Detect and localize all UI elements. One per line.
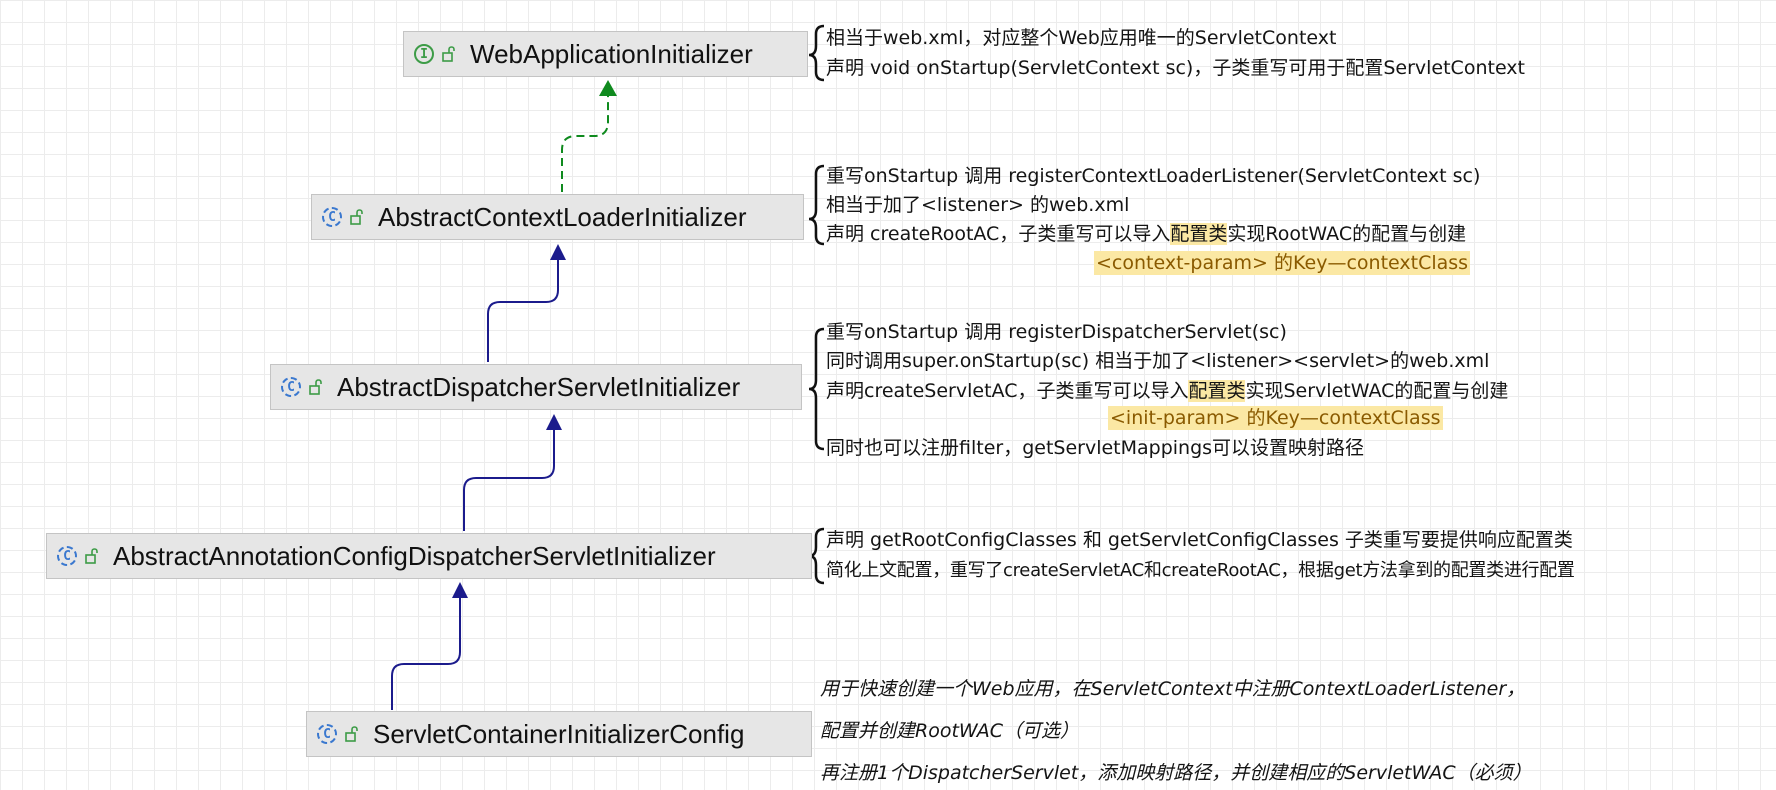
note-line: 重写onStartup 调用 registerDispatcherServlet…: [826, 321, 1287, 343]
note-text: 声明 createRootAC，子类重写可以导入: [826, 223, 1171, 245]
extends-link: [487, 258, 559, 362]
note-text: 实现RootWAC的配置与创建: [1227, 223, 1467, 245]
note-line: 声明 getRootConfigClasses 和 getServletConf…: [826, 529, 1573, 551]
class-node-webapplicationinitializer[interactable]: I WebApplicationInitializer: [403, 31, 808, 77]
class-icon: C: [322, 207, 342, 227]
note-line: 同时也可以注册filter，getServletMappings可以设置映射路径: [826, 437, 1365, 459]
note-brace: [808, 164, 825, 246]
note-line: 重写onStartup 调用 registerContextLoaderList…: [826, 165, 1481, 187]
class-name: WebApplicationInitializer: [470, 38, 753, 69]
open-lock-icon: [309, 379, 322, 395]
class-node-abstractcontextloaderinitializer[interactable]: C AbstractContextLoaderInitializer: [311, 194, 804, 240]
note-line-with-highlight: 声明createServletAC，子类重写可以导入配置类实现ServletWA…: [826, 379, 1508, 403]
extends-arrowhead: [546, 414, 562, 430]
class-icon: C: [317, 724, 337, 744]
interface-icon: I: [414, 44, 434, 64]
extends-link: [391, 596, 461, 710]
highlighted-note: <init-param> 的Key—contextClass: [1108, 406, 1443, 430]
note-line: 用于快速创建一个Web应用，在ServletContext中注册ContextL…: [820, 678, 1526, 700]
note-text: 实现ServletWAC的配置与创建: [1245, 380, 1509, 402]
note-line: 相当于加了<listener> 的web.xml: [826, 194, 1130, 216]
highlighted-word: 配置类: [1188, 380, 1246, 402]
class-name: AbstractAnnotationConfigDispatcherServle…: [113, 540, 716, 571]
class-name: ServletContainerInitializerConfig: [373, 718, 745, 749]
extends-arrowhead: [550, 244, 566, 260]
note-text: 声明createServletAC，子类重写可以导入: [826, 380, 1189, 402]
implements-link: [561, 94, 609, 192]
note-line-with-highlight: 声明 createRootAC，子类重写可以导入配置类实现RootWAC的配置与…: [826, 222, 1466, 246]
note-brace: [808, 24, 825, 82]
note-brace: [808, 327, 825, 451]
open-lock-icon: [350, 209, 363, 225]
extends-link: [463, 428, 555, 531]
class-name: AbstractDispatcherServletInitializer: [337, 371, 741, 402]
open-lock-icon: [345, 726, 358, 742]
highlighted-word: 配置类: [1170, 223, 1228, 245]
open-lock-icon: [85, 548, 98, 564]
note-line: 相当于web.xml，对应整个Web应用唯一的ServletContext: [826, 27, 1337, 49]
note-line: 同时调用super.onStartup(sc) 相当于加了<listener><…: [826, 350, 1490, 372]
class-icon: C: [281, 377, 301, 397]
class-name: AbstractContextLoaderInitializer: [378, 201, 747, 232]
note-line: 简化上文配置，重写了createServletAC和createRootAC，根…: [826, 560, 1575, 581]
class-node-abstractannotationconfigdispatcherservletinitializer[interactable]: C AbstractAnnotationConfigDispatcherServ…: [46, 533, 812, 579]
note-line: 声明 void onStartup(ServletContext sc)，子类重…: [826, 57, 1525, 79]
highlighted-note: <context-param> 的Key—contextClass: [1094, 251, 1471, 275]
extends-arrowhead: [452, 582, 468, 598]
implements-arrowhead: [599, 80, 617, 96]
class-icon: C: [57, 546, 77, 566]
note-line: 再注册1个DispatcherServlet，添加映射路径，并创建相应的Serv…: [820, 762, 1532, 784]
open-lock-icon: [442, 46, 455, 62]
note-line: 配置并创建RootWAC（可选）: [820, 720, 1080, 742]
class-node-servletcontainerinitializerconfig[interactable]: C ServletContainerInitializerConfig: [306, 711, 812, 757]
class-node-abstractdispatcherservletinitializer[interactable]: C AbstractDispatcherServletInitializer: [270, 364, 802, 410]
